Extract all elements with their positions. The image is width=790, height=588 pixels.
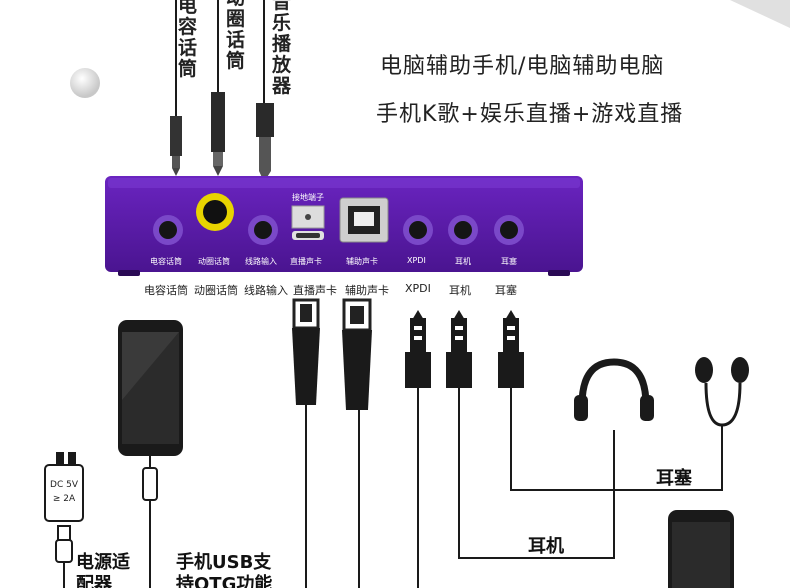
usb-plug-1 [292,298,320,588]
port-headphone [448,215,478,245]
device-port-label-5: XPDI [407,256,426,265]
headphones-icon [574,358,654,421]
below-label-3: 直播声卡 [293,284,337,297]
device-port-label-3: 直播声卡 [290,257,322,266]
earbuds-icon [695,357,749,427]
label-headphones: 耳机 [528,536,564,557]
player-plug-top [256,103,274,137]
below-label-2: 线路输入 [244,284,288,297]
label-power-adapter: 电源适配器 [76,552,130,588]
device-port-label-0: 电容话筒 [150,257,182,266]
decor-corner [730,0,790,28]
phone-right-icon [668,510,734,588]
headline-line1: 电脑辅助手机/电脑辅助电脑 [380,54,665,79]
below-label-6: 耳机 [449,284,471,297]
label-condenser-mic: 电容话筒 [178,0,198,80]
port-dynamic [196,193,234,231]
port-condenser [153,215,183,245]
below-label-7: 耳塞 [495,284,517,297]
port-usb-b [339,197,389,243]
usb-plug-2 [342,298,372,588]
dynamic-plug-top [211,92,225,152]
port-line-in [248,215,278,245]
device-port-label-7: 耳塞 [501,257,517,266]
adapter-current: ≥ 2A [52,494,76,504]
port-ground [291,205,325,229]
device-port-label-2: 线路输入 [245,257,277,266]
below-label-1: 动圈话筒 [194,284,238,297]
below-label-4: 辅助声卡 [345,284,389,297]
label-earbuds: 耳塞 [656,468,692,489]
jack-plug-earbud [498,310,723,491]
condenser-plug-top [170,116,182,156]
label-music-player: 音乐播放器 [272,0,292,97]
decor-sphere [70,68,100,98]
below-label-0: 电容话筒 [144,284,188,297]
device-port-label-4: 辅助声卡 [346,257,378,266]
jack-plug-headphone [446,310,615,559]
device-port-label-1: 动圈话筒 [198,257,230,266]
headline-line2: 手机K歌+娱乐直播+游戏直播 [376,102,684,127]
jack-plug-xpdi [405,310,431,588]
adapter-voltage: DC 5V [50,480,78,490]
below-label-5: XPDI [405,282,431,295]
power-adapter-icon [44,452,84,588]
label-dynamic-mic: 动圈话筒 [226,0,246,72]
phone-left-icon [118,320,183,588]
device-port-label-6: 耳机 [455,257,471,266]
port-micro-usb [292,231,324,240]
port-xpdi [403,215,433,245]
label-phone-usb-otg: 手机USB支持OTG功能 [176,552,273,588]
ground-terminal-label: 接地端子 [292,193,324,202]
port-earbud [494,215,524,245]
